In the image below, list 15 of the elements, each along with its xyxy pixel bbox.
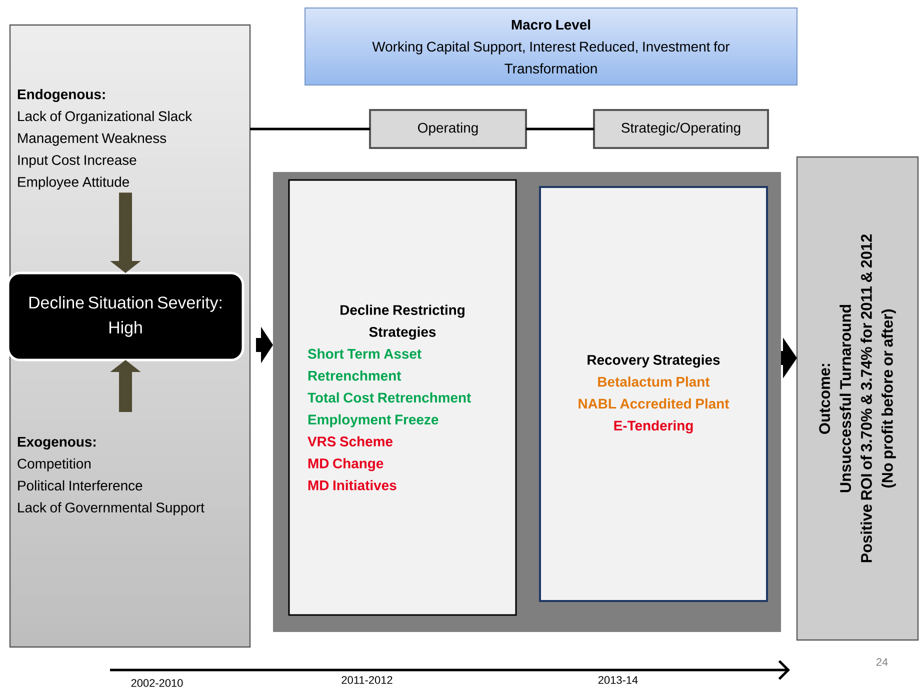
outcome-box: Outcome: Unsuccessful Turnaround Positive ROI of 3.70% & 3.74% for 2011 & 2012 (No profit before or after) xyxy=(796,156,919,641)
year-label: 2013-14 xyxy=(598,676,638,684)
level-box: Strategic/Operating xyxy=(593,108,769,149)
year-label: 2011-2012 xyxy=(342,676,392,684)
year-label: 2002-2010 xyxy=(131,679,183,687)
strategy-box: Decline Restricting Strategies Short Term Asset Retrenchment Total Cost Retrenchment Employment Freeze VRS Scheme MD Change MD Initiatives xyxy=(288,179,517,616)
severity-box: Decline Situation Severity: High xyxy=(6,272,244,362)
connector-line xyxy=(250,128,370,130)
macro-level-box: Macro Level Working Capital Support, Interest Reduced, Investment for Transformation xyxy=(304,8,798,86)
level-box: Operating xyxy=(369,108,527,149)
page-number: 24 xyxy=(876,658,888,666)
strategy-box: Recovery Strategies Betalactum Plant NABL Accredited Plant E-Tendering xyxy=(539,186,768,602)
connector-line xyxy=(526,128,594,130)
factor-list: Exogenous: Competition Political Interference Lack of Governmental Support xyxy=(18,436,204,516)
factor-list: Endogenous: Lack of Organizational Slack Management Weakness Input Cost Increase Employee Attitude xyxy=(18,88,192,190)
